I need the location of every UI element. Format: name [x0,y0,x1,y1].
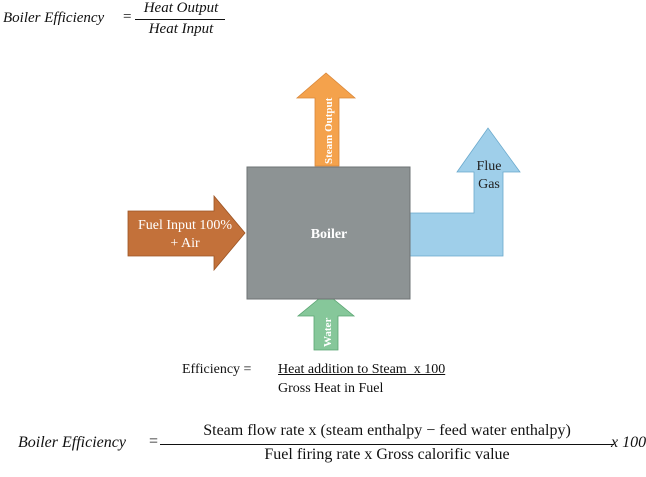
flue-gas-label-line2: Gas [478,177,500,192]
top-equation-equals: = [123,9,132,25]
water-inlet-arrow [296,292,356,351]
water-label: Water [322,318,334,347]
top-equation-lhs: Boiler Efficiency [3,10,105,26]
steam-output-arrow [295,72,357,167]
bottom-equation-denominator: Fuel firing rate x Gross calorific value [264,446,510,463]
fuel-input-label-line2: + Air [170,236,200,251]
steam-output-label: Steam Output [323,97,335,164]
bottom-efficiency-equation: Boiler Efficiency = Steam flow rate x (s… [18,422,646,472]
efficiency-numerator: Heat addition to Steam x 100 [278,362,446,377]
fuel-input-arrow [127,194,246,272]
efficiency-formula: Efficiency = Heat addition to Steam x 10… [182,360,502,400]
bottom-equation-fraction-bar [160,444,614,445]
bottom-equation-equals: = [149,433,159,450]
boiler-box [246,166,411,300]
top-equation-denominator: Heat Input [148,21,214,37]
bottom-equation-numerator: Steam flow rate x (steam enthalpy − feed… [203,422,571,439]
efficiency-label: Efficiency = [182,362,252,377]
top-equation-fraction-bar [135,19,225,20]
fuel-input-label-line1: Fuel Input 100% [138,218,232,233]
flue-gas-arrow [409,127,521,257]
bottom-equation-multiplier: x 100 [611,434,646,451]
bottom-equation-lhs: Boiler Efficiency [18,434,126,451]
boiler-label: Boiler [311,227,348,242]
top-equation-numerator: Heat Output [143,0,219,16]
top-efficiency-equation: Boiler Efficiency = Heat Output Heat Inp… [3,0,263,44]
efficiency-denominator: Gross Heat in Fuel [278,381,384,396]
flue-gas-label-line1: Flue [477,159,502,174]
